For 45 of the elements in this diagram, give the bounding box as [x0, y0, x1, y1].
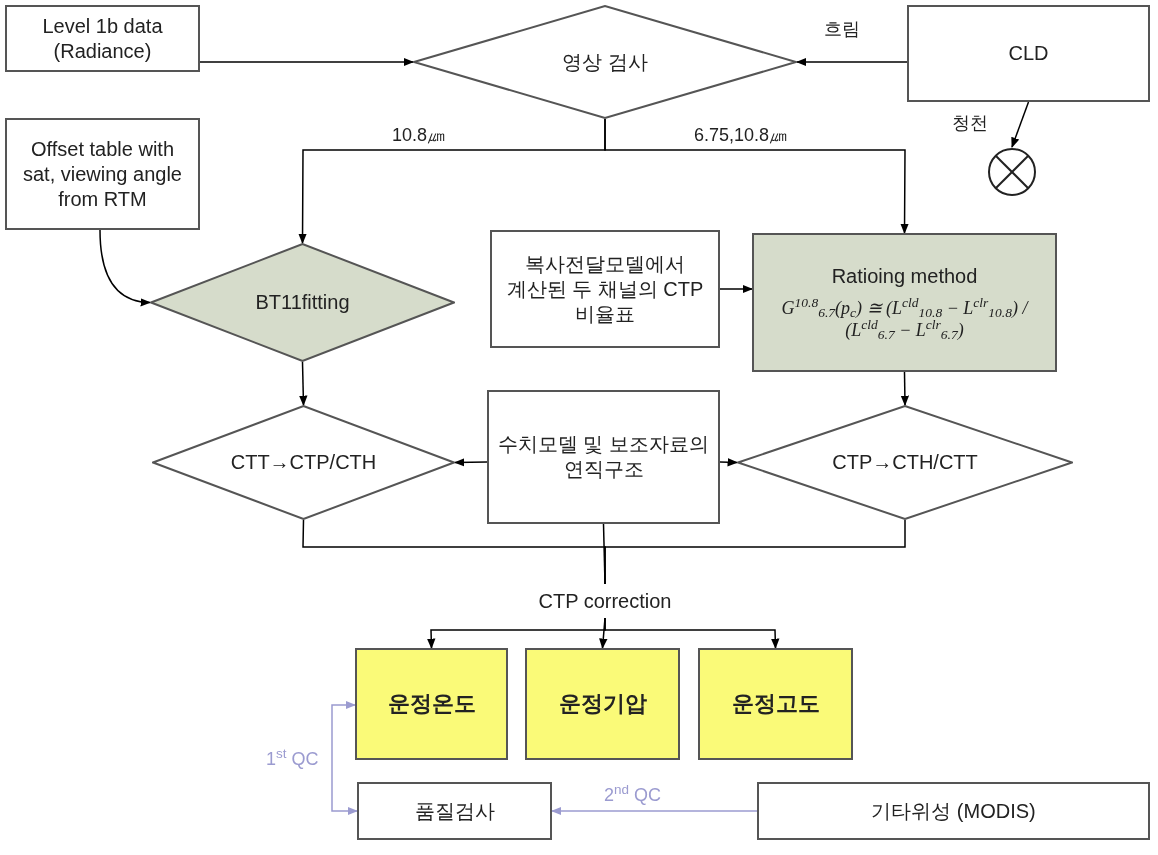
node-text: BT11fitting [254, 290, 351, 315]
node-text: Ratioing method [830, 263, 979, 289]
decision-diamond [737, 405, 1073, 520]
arrow [199, 57, 415, 67]
arrow [299, 361, 308, 407]
decision-diamond [150, 243, 455, 362]
process-box [5, 5, 200, 72]
process-box [907, 5, 1150, 102]
node-text: 운정기압 [557, 690, 648, 718]
process-box [757, 782, 1150, 840]
node-text: CTP→CTH/CTT [831, 450, 979, 475]
decision-diamond [413, 5, 797, 119]
arrow [719, 284, 754, 294]
process-box [355, 648, 508, 760]
arrow [604, 118, 909, 235]
process-box [357, 782, 552, 840]
node-text: 품질검사 [413, 798, 496, 824]
formula-text: G$^{10.8}$$_{6.7}$(p$_{c}$) ≅ (L$^{cld}$$_{10.8}$ − L$^{clr}$$_{10.8}$) / (L$^{cld}$$_{6.7}$ − L$^{clr}$$_{6.7}$) [780, 296, 1030, 342]
node-text: Offset table with sat, viewing angle from RTM [22, 136, 183, 212]
process-box [490, 230, 720, 348]
process-box [525, 648, 680, 760]
node-text: 운정고도 [730, 690, 821, 718]
arrow [900, 371, 910, 407]
node-text: 수치모델 및 보조자료의 연직구조 [496, 432, 711, 482]
arrow [795, 57, 908, 67]
arrow [1011, 101, 1030, 148]
process-box [752, 233, 1057, 372]
node-text: 운정온도 [386, 690, 477, 718]
node-text: 영상 검사 [561, 49, 649, 75]
node-text: 기타위성 (MODIS) [870, 798, 1037, 824]
decision-diamond [152, 405, 455, 520]
process-box [487, 390, 720, 524]
terminator-symbol [987, 147, 1037, 197]
arrow [604, 617, 780, 650]
node-text: CTT→CTP/CTH [229, 450, 378, 475]
node-text: CTP correction [537, 588, 673, 614]
arrow [453, 458, 488, 467]
node-text: 복사전달모델에서 계산된 두 채널의 CTP 비율표 [505, 251, 705, 327]
node-text: Level 1b data (Radiance) [41, 13, 164, 64]
arrow [719, 458, 739, 467]
node-text: CLD [1007, 41, 1050, 66]
process-box [698, 648, 853, 760]
process-box [5, 118, 200, 230]
arrow [99, 229, 152, 306]
arrow [331, 700, 359, 816]
